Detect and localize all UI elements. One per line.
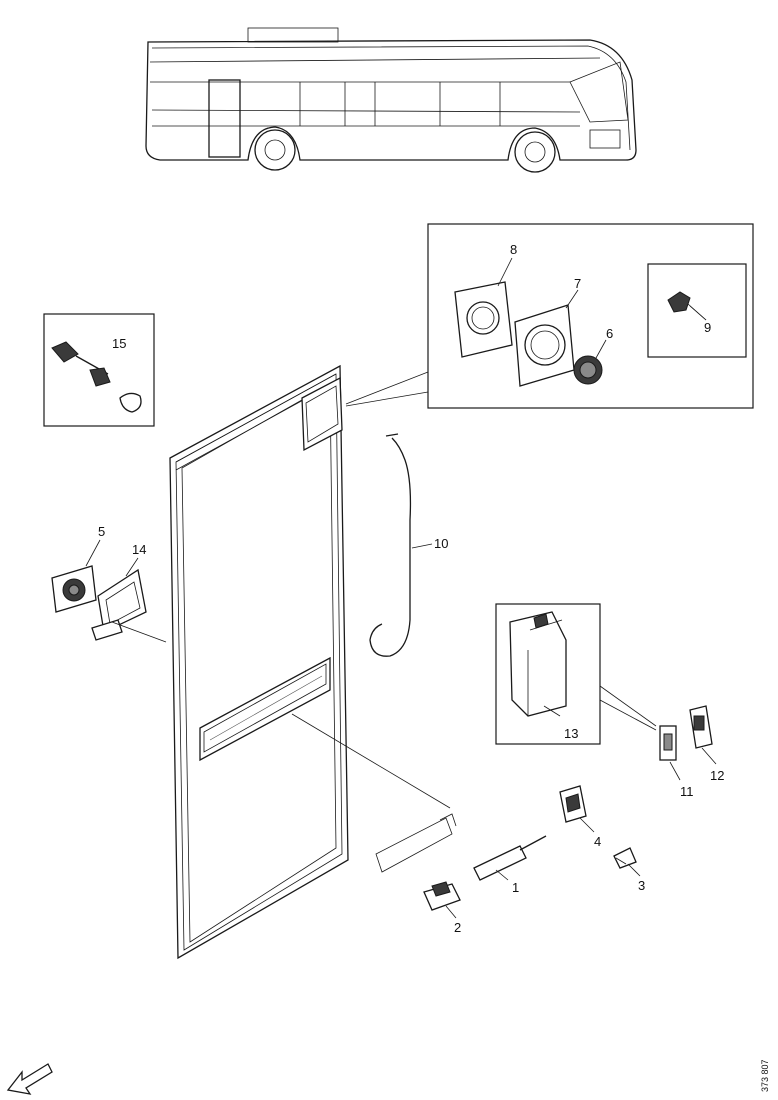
door-panel [169, 364, 349, 960]
callout-11: 11 [680, 784, 694, 799]
callout-2: 2 [454, 920, 461, 935]
part-11-12 [659, 705, 713, 761]
lower-lock-parts [291, 713, 637, 911]
callout-3: 3 [638, 878, 645, 893]
callout-13: 13 [564, 726, 578, 741]
callout-9: 9 [704, 320, 711, 335]
callout-10: 10 [434, 536, 448, 551]
callout-7: 7 [574, 276, 581, 291]
callout-1: 1 [512, 880, 519, 895]
callout-5: 5 [98, 524, 105, 539]
part-5-14 [51, 565, 167, 643]
leader-lines [85, 257, 717, 919]
callout-15: 15 [112, 336, 126, 351]
detail-box-lock [345, 223, 754, 409]
direction-arrow-icon [6, 1063, 53, 1095]
bus-icon [145, 27, 637, 173]
reference-code: 373 807 [760, 1059, 770, 1092]
detail-box-13 [495, 603, 657, 745]
detail-box-15 [43, 313, 155, 427]
callout-14: 14 [132, 542, 146, 557]
callout-12: 12 [710, 768, 724, 783]
callout-8: 8 [510, 242, 517, 257]
part-10-cable [369, 433, 433, 657]
callout-6: 6 [606, 326, 613, 341]
callout-4: 4 [594, 834, 601, 849]
